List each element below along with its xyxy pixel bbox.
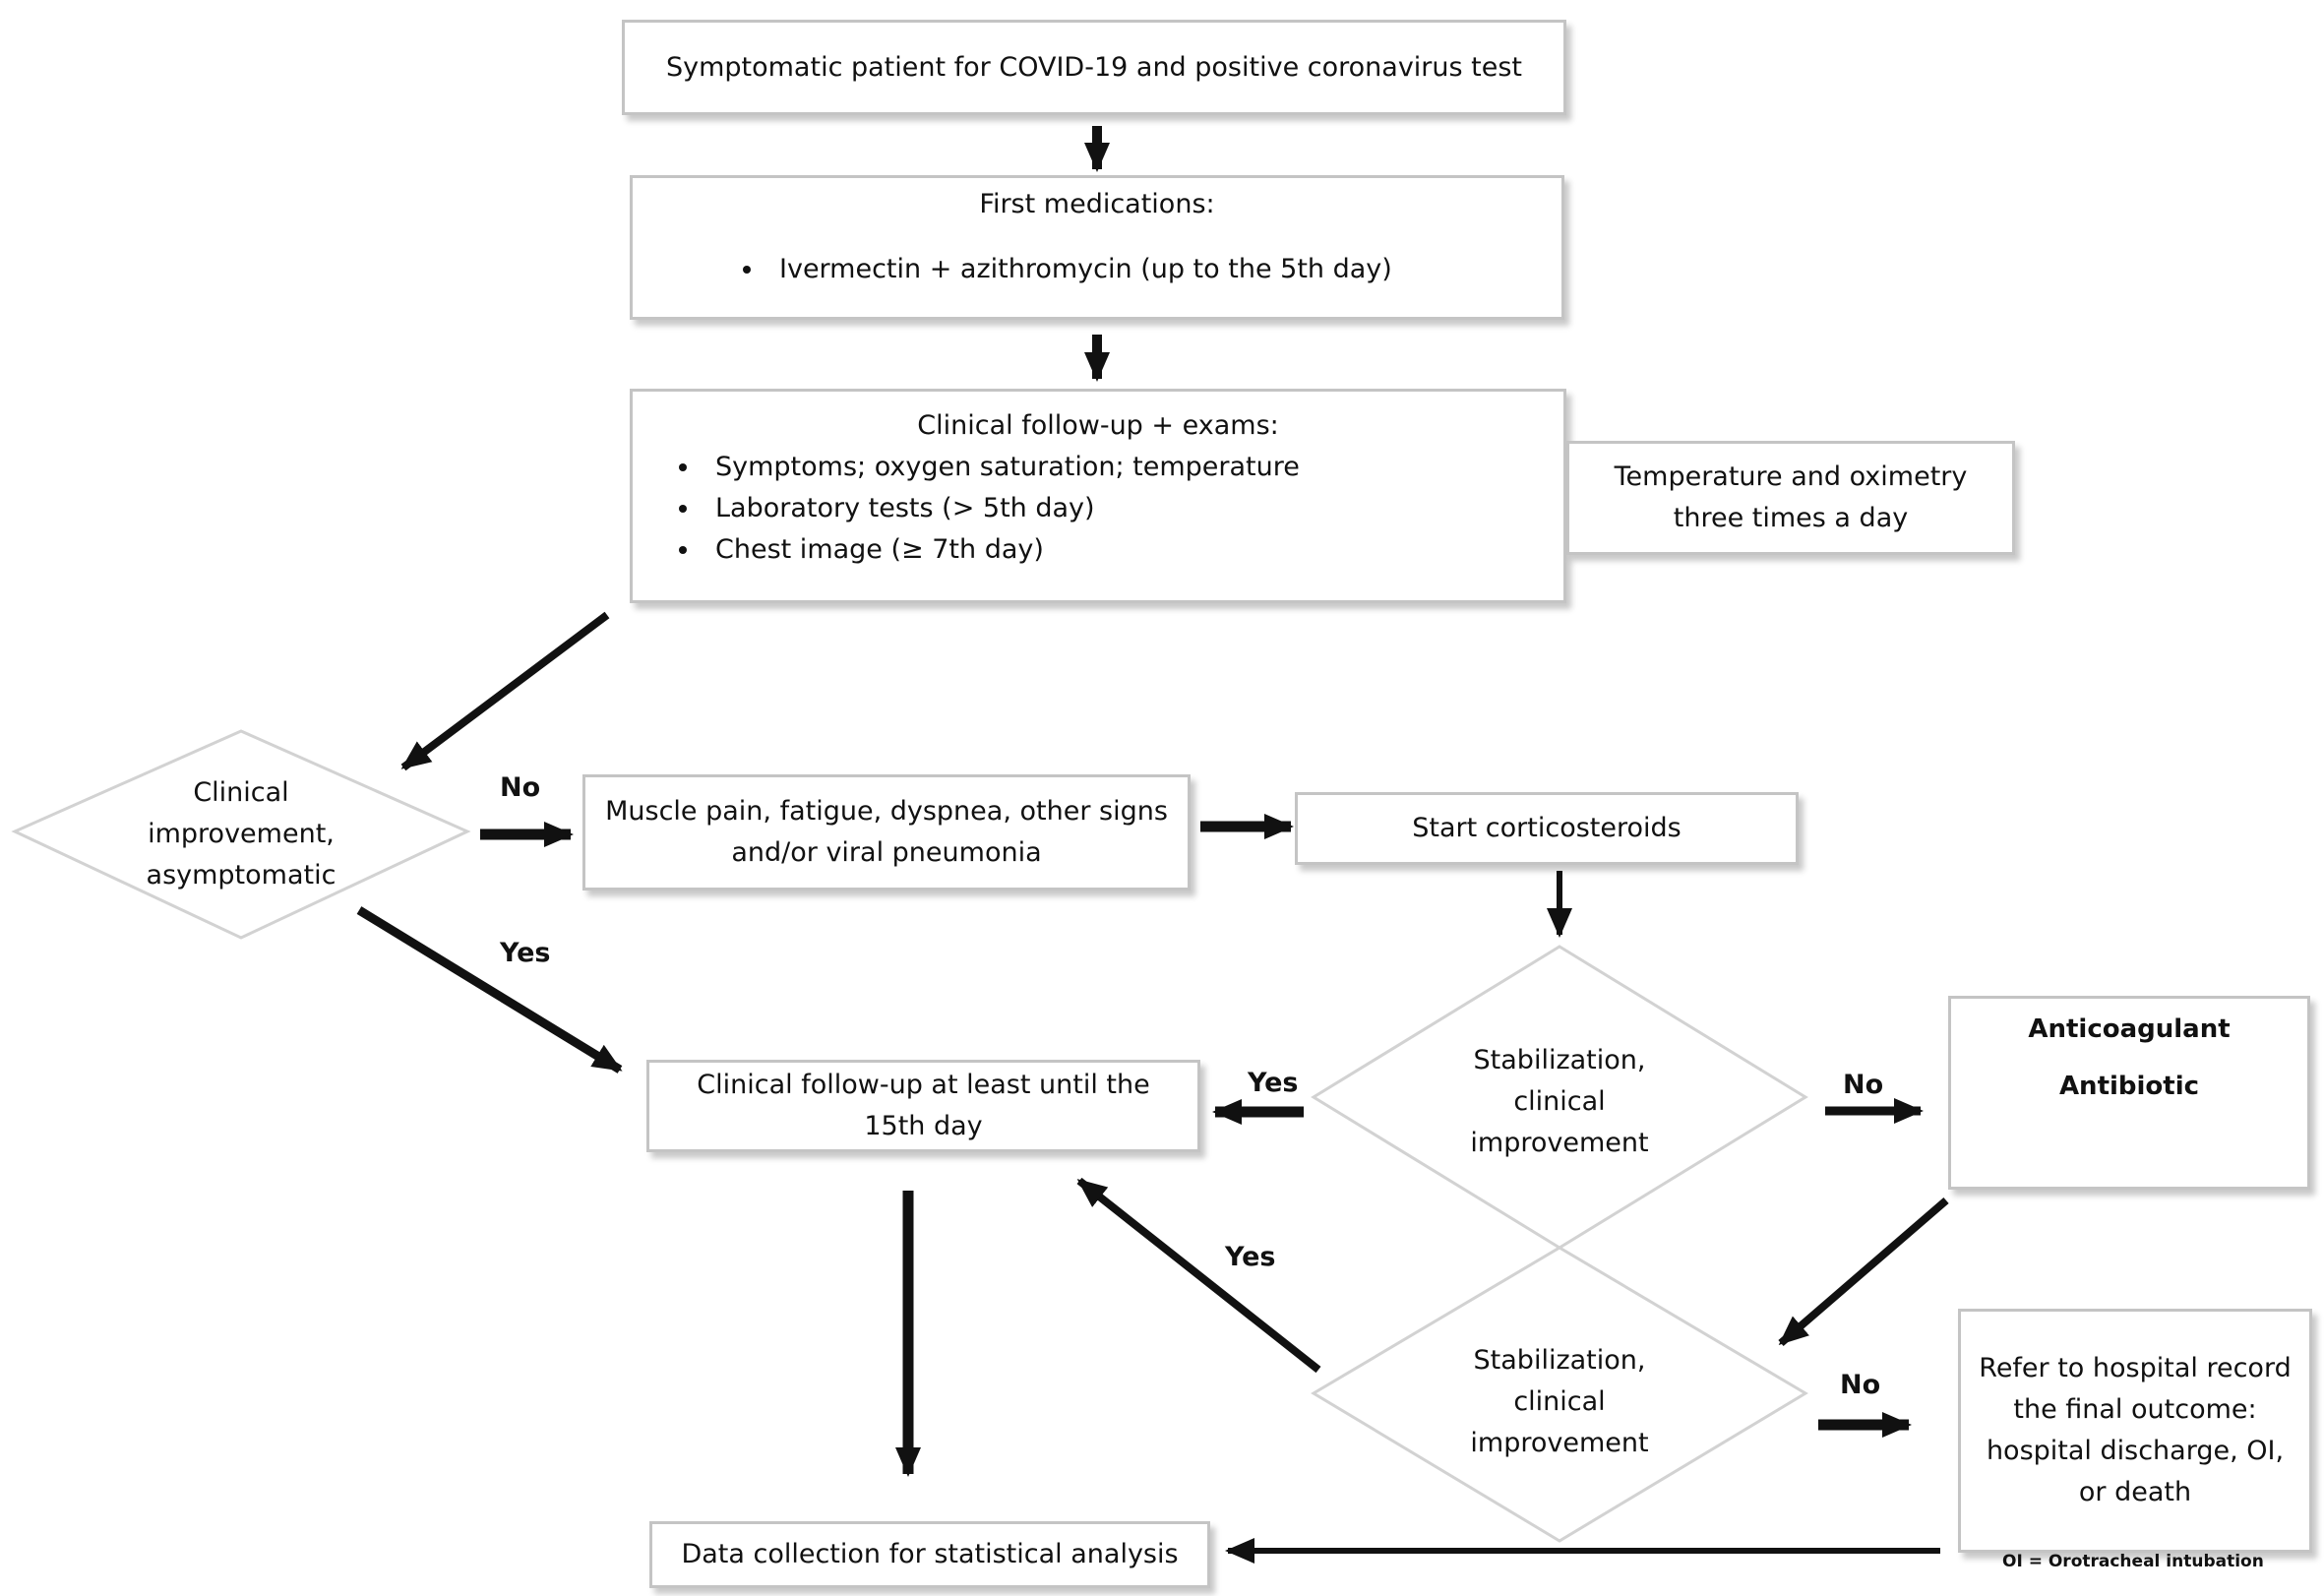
label-no-1: No bbox=[500, 772, 541, 803]
start-text: Symptomatic patient for COVID-19 and pos… bbox=[665, 51, 1523, 83]
arrow-decision-yes bbox=[356, 906, 623, 1074]
stabilization-2-text: Stabilization, clinical improvement bbox=[1470, 1345, 1649, 1458]
clinical-followup-title: Clinical follow-up + exams: bbox=[917, 410, 1279, 441]
clinical-followup-list: Symptoms; oxygen saturation; temperature… bbox=[633, 447, 1300, 571]
anticoagulant-text: Anticoagulant bbox=[2028, 1014, 2231, 1044]
anticoagulant-antibiotic-box: Anticoagulant Antibiotic bbox=[1948, 996, 2310, 1190]
antibiotic-text: Antibiotic bbox=[2058, 1072, 2200, 1101]
symptoms-box: Muscle pain, fatigue, dyspnea, other sig… bbox=[582, 774, 1191, 890]
symptoms-text: Muscle pain, fatigue, dyspnea, other sig… bbox=[605, 796, 1168, 868]
clinical-followup-item: Symptoms; oxygen saturation; temperature bbox=[702, 447, 1300, 488]
corticosteroids-box: Start corticosteroids bbox=[1295, 792, 1799, 865]
refer-hospital-box: Refer to hospital record the final outco… bbox=[1958, 1309, 2312, 1553]
start-box: Symptomatic patient for COVID-19 and pos… bbox=[622, 20, 1566, 115]
stabilization-1-text: Stabilization, clinical improvement bbox=[1470, 1045, 1649, 1158]
label-yes-2: Yes bbox=[1248, 1068, 1299, 1098]
temperature-oximetry-box: Temperature and oximetry three times a d… bbox=[1566, 441, 2015, 555]
label-no-2: No bbox=[1843, 1070, 1884, 1100]
label-yes-1: Yes bbox=[500, 938, 551, 968]
diamond-clinical-improvement bbox=[11, 729, 471, 940]
data-collection-box: Data collection for statistical analysis bbox=[649, 1521, 1210, 1588]
refer-hospital-text: Refer to hospital record the final outco… bbox=[1979, 1353, 2292, 1507]
arrow-anticoag-to-stabilization2 bbox=[1778, 1197, 1949, 1347]
footnote: OI = Orotracheal intubation bbox=[2002, 1552, 2264, 1571]
label-no-3: No bbox=[1840, 1370, 1881, 1400]
first-medications-title: First medications: bbox=[979, 189, 1215, 219]
clinical-followup-box: Clinical follow-up + exams: Symptoms; ox… bbox=[630, 389, 1566, 603]
followup-15th-day-text: Clinical follow-up at least until the 15… bbox=[697, 1070, 1150, 1141]
decision-improvement-text: Clinical improvement, asymptomatic bbox=[146, 776, 336, 890]
arrow-followup-to-decision bbox=[400, 611, 610, 771]
corticosteroids-text: Start corticosteroids bbox=[1412, 813, 1682, 843]
first-medications-box: First medications: Ivermectin + azithrom… bbox=[630, 175, 1564, 320]
diamond-stabilization-2 bbox=[1311, 1246, 1808, 1543]
temperature-oximetry-text: Temperature and oximetry three times a d… bbox=[1614, 461, 1968, 533]
clinical-followup-item: Laboratory tests (> 5th day) bbox=[702, 488, 1300, 529]
arrow-stabilization2-yes bbox=[1076, 1177, 1321, 1374]
first-medications-item: Ivermectin + azithromycin (up to the 5th… bbox=[765, 249, 1392, 290]
followup-15th-day-box: Clinical follow-up at least until the 15… bbox=[646, 1060, 1200, 1152]
label-yes-3: Yes bbox=[1225, 1242, 1276, 1272]
data-collection-text: Data collection for statistical analysis bbox=[681, 1539, 1179, 1569]
first-medications-list: Ivermectin + azithromycin (up to the 5th… bbox=[633, 249, 1392, 290]
clinical-followup-item: Chest image (≥ 7th day) bbox=[702, 529, 1300, 571]
